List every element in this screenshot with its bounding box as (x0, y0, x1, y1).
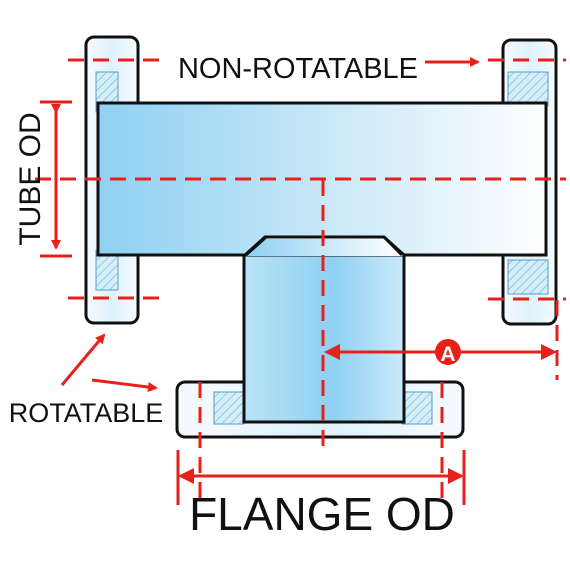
dimension-a (324, 339, 557, 365)
dimension-a-label: A (440, 343, 455, 366)
flange-od-label: FLANGE OD (189, 488, 455, 540)
rotatable-label: ROTATABLE (9, 398, 164, 428)
tube-od-dimension (40, 100, 72, 258)
non-rotatable-label: NON-ROTATABLE (178, 53, 418, 85)
center-lines (35, 58, 566, 500)
flange-od-dimension (176, 450, 466, 505)
rotatable-arrow-lower (91, 378, 158, 392)
dimension-a-badge (435, 339, 461, 365)
tube-od-label: TUBE OD (14, 112, 47, 245)
rotatable-arrow-upper (60, 333, 106, 386)
